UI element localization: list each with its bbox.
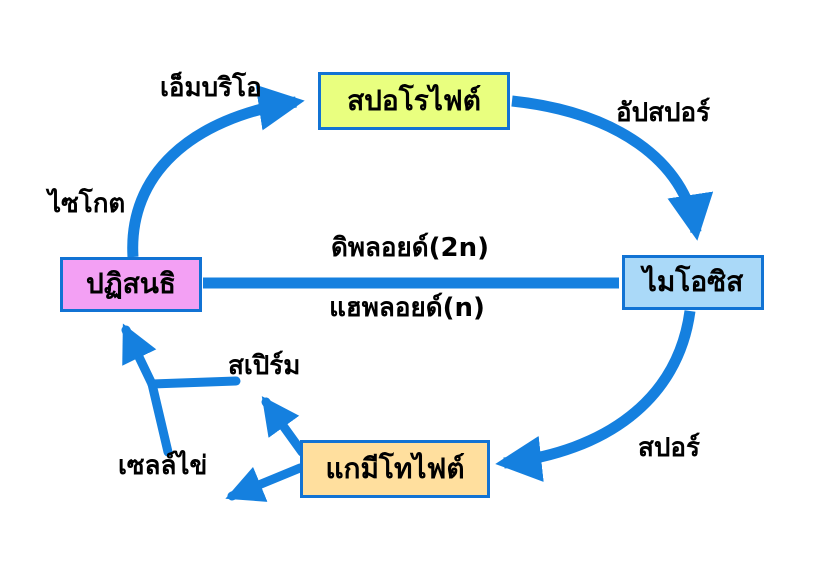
arrow-gametophyte-to-egg xyxy=(225,463,305,502)
label-sporangium: อัปสปอร์ xyxy=(616,98,711,128)
line-egg-to-junction xyxy=(147,379,173,457)
arrow-gametophyte-to-sperm xyxy=(261,396,307,457)
line-sperm-to-junction xyxy=(147,376,241,389)
arrow-fertilization-to-sporophyte xyxy=(127,84,305,258)
node-fertilization: ปฏิสนธิ xyxy=(60,257,202,312)
arrow-gametes-to-fertilization xyxy=(121,323,157,389)
arrow-sporophyte-to-meiosis xyxy=(511,95,714,241)
node-meiosis: ไมโอซิส xyxy=(622,255,764,310)
node-gametophyte: แกมีโทไฟต์ xyxy=(300,440,490,498)
label-haploid: แฮพลอยด์(n) xyxy=(329,293,485,323)
label-embryo: เอ็มบริโอ xyxy=(160,73,262,103)
label-spore: สปอร์ xyxy=(638,433,700,463)
arrow-meiosis-to-gametophyte xyxy=(495,310,696,482)
node-sporophyte: สปอโรไฟต์ xyxy=(318,72,510,130)
label-zygote: ไซโกต xyxy=(48,189,126,219)
label-sperm: สเปิร์ม xyxy=(228,351,301,381)
label-egg-cell: เซลล์ไข่ xyxy=(118,451,208,481)
label-diploid: ดิพลอยด์(2n) xyxy=(330,233,490,263)
